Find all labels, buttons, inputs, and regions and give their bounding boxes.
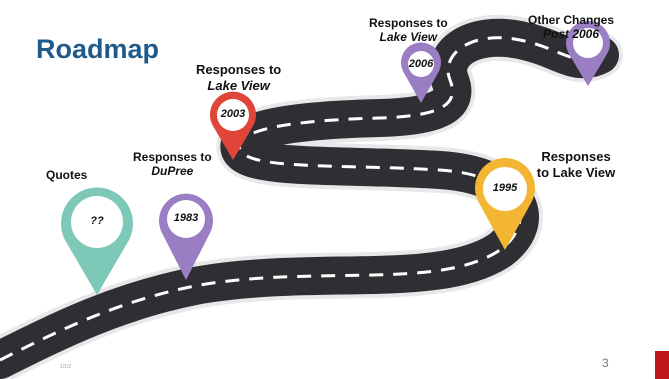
label-1983-heading: Responses to (133, 150, 212, 164)
pin-quotes (61, 187, 133, 295)
label-1995-heading: Responses to Lake View (536, 149, 616, 180)
pin-2003 (210, 91, 256, 160)
label-post-2006: Other Changes Post 2006 (528, 13, 614, 41)
label-2006-heading-italic: Lake View (379, 30, 438, 44)
label-1983-heading-italic: DuPree (151, 164, 194, 178)
label-1983: Responses to DuPree (133, 150, 212, 178)
slide-title: Roadmap (36, 34, 160, 64)
label-post-2006-heading: Other Changes (528, 13, 615, 27)
pin-year-2003: 2003 (220, 108, 246, 120)
label-quotes-heading: Quotes (46, 168, 88, 182)
pin-year-2006: 2006 (408, 58, 434, 70)
label-post-2006-heading-italic: Post 2006 (542, 27, 600, 41)
road-center-line (0, 36, 601, 362)
pin-1995 (475, 158, 535, 251)
label-2003-heading: Responses to (196, 62, 282, 77)
footer-date: 1/1/2 (60, 364, 72, 370)
pin-year-quotes: ?? (90, 215, 104, 227)
pin-post-2006 (566, 20, 610, 87)
label-2006-heading: Responses to (369, 16, 448, 30)
label-1995: Responses to Lake View (536, 149, 616, 181)
label-quotes: Quotes (46, 168, 87, 182)
corner-accent-bar (655, 351, 669, 379)
pin-2006 (401, 42, 441, 103)
label-2003: Responses to Lake View (196, 62, 281, 94)
label-2003-heading-italic: Lake View (207, 78, 270, 93)
pin-year-1983: 1983 (173, 212, 199, 224)
pin-1983 (159, 193, 213, 280)
pin-year-1995: 1995 (492, 182, 518, 194)
slide-number: 3 (602, 356, 609, 370)
label-2006: Responses to Lake View (369, 16, 448, 44)
